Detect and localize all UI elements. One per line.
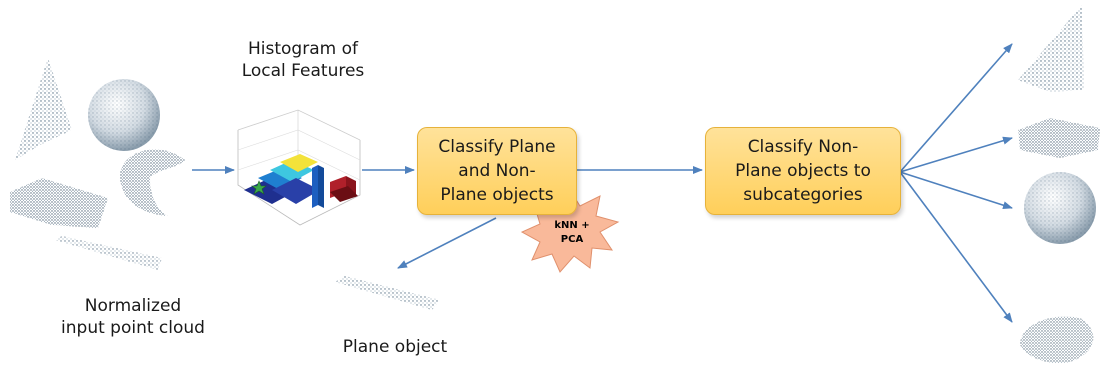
arrow-out-4 <box>899 171 1013 323</box>
output-bowl <box>1020 316 1094 363</box>
histogram-title: Histogram of Local Features <box>238 38 368 82</box>
classify-nonplane-line-1: Classify Non- <box>747 137 859 157</box>
histogram-title-line-2: Local Features <box>241 61 365 81</box>
input-caption-line-1: Normalized <box>84 296 182 316</box>
input-point-cloud-group <box>10 58 185 270</box>
classify-nonplane-box: Classify Non- Plane objects to subcatego… <box>705 127 901 215</box>
plane-object-point-cloud <box>335 276 440 310</box>
output-slab <box>1018 118 1100 158</box>
point-cloud-bowl <box>120 149 185 216</box>
output-point-cloud-group <box>1018 5 1100 363</box>
input-caption: Normalized input point cloud <box>38 295 228 339</box>
arrows <box>192 43 1013 323</box>
histogram-icon <box>237 109 361 226</box>
arrow-out-1 <box>899 43 1013 173</box>
arrow-out-3 <box>899 171 1013 210</box>
badge-line-1: kNN + <box>554 220 589 231</box>
output-triangle <box>1018 5 1084 92</box>
arrow-classify-to-plane-object <box>397 217 497 269</box>
badge-line-2: PCA <box>561 234 584 245</box>
classify-plane-line-3: Plane objects <box>440 185 554 205</box>
classify-nonplane-line-3: subcategories <box>743 185 863 205</box>
classify-plane-line-1: Classify Plane <box>438 137 556 157</box>
arrow-out-2 <box>899 136 1013 173</box>
point-cloud-bar <box>55 236 162 270</box>
classify-plane-line-2: and Non- <box>458 161 536 181</box>
point-cloud-slab <box>10 178 108 228</box>
classify-plane-box: Classify Plane and Non- Plane objects <box>417 127 577 215</box>
classify-nonplane-line-2: Plane objects to <box>735 161 871 181</box>
histogram-title-line-1: Histogram of <box>248 39 358 59</box>
input-caption-line-2: input point cloud <box>61 318 205 338</box>
point-cloud-triangle <box>15 58 72 160</box>
plane-object-caption: Plane object <box>342 337 448 357</box>
histogram-star-icon <box>251 180 267 195</box>
